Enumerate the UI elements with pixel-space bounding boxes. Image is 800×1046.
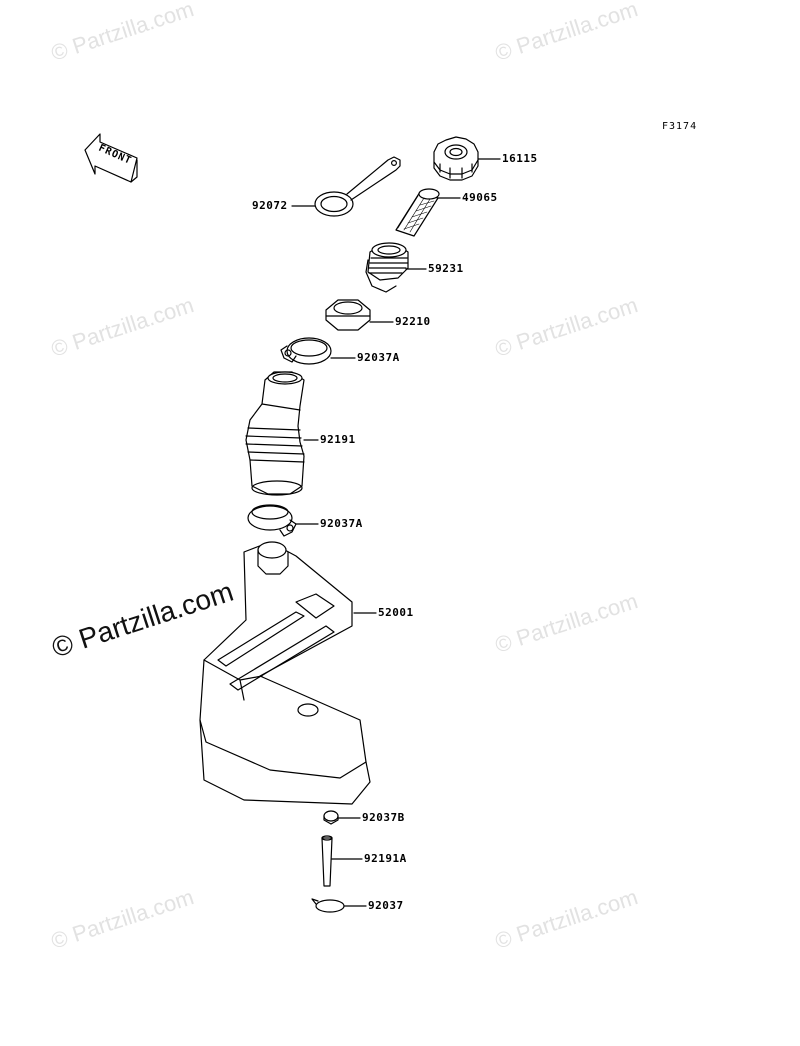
strainer-49065 [395,188,440,237]
clip-92037 [311,898,345,913]
part-label-59231: 59231 [428,262,464,275]
part-label-92037: 92037 [368,899,404,912]
diagram-code: F3174 [662,121,698,132]
filler-neck-59231 [365,242,409,293]
small-hose-92191a [321,835,333,887]
oil-tank-52001 [199,541,371,805]
part-label-92210: 92210 [395,315,431,328]
part-label-92072: 92072 [252,199,288,212]
part-label-92191a: 92191A [364,852,407,865]
nut-92210 [325,299,371,331]
part-label-92037a-upper: 92037A [357,351,400,364]
part-label-92037b: 92037B [362,811,405,824]
part-label-52001: 52001 [378,606,414,619]
clamp-92037a-upper [280,337,332,365]
front-arrow-icon [84,133,138,183]
hose-92191 [245,371,305,496]
part-label-92191: 92191 [320,433,356,446]
clip-92037b [323,810,339,825]
part-label-16115: 16115 [502,152,538,165]
strap-92072 [314,156,401,217]
clamp-92037a-lower [247,504,297,537]
part-label-92037a-lower: 92037A [320,517,363,530]
part-label-49065: 49065 [462,191,498,204]
cap-16115 [433,136,479,181]
